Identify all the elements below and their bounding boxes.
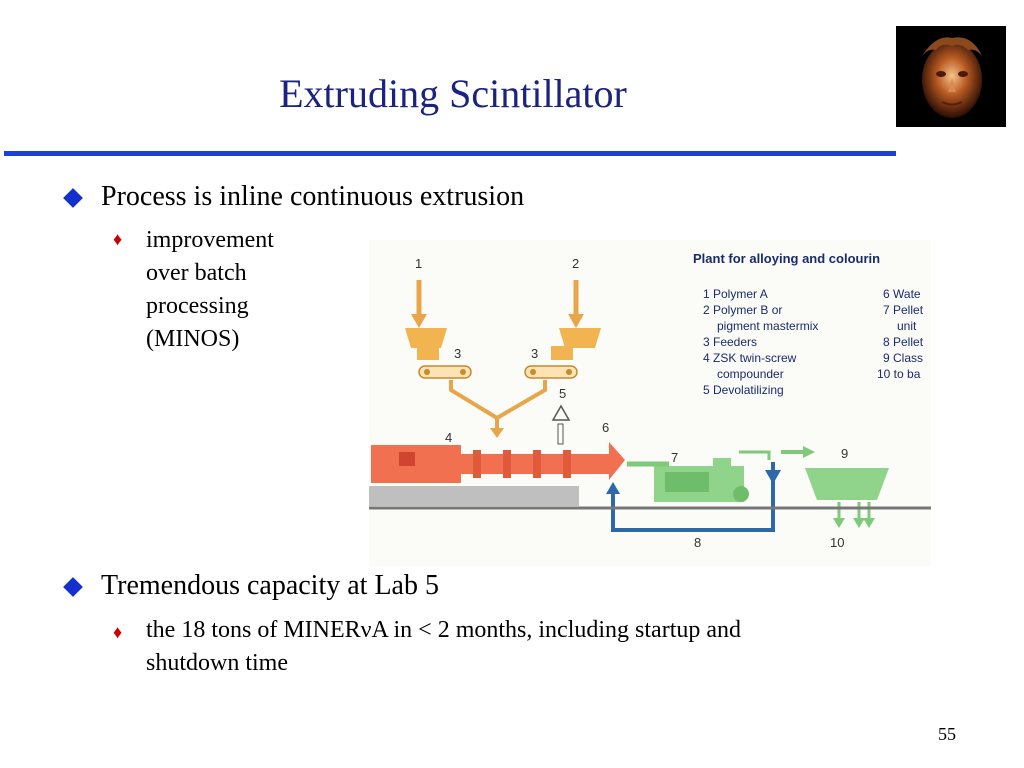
sub-bullet-line: processing [146, 293, 249, 319]
diagram-label: 8 [694, 535, 701, 550]
sub-bullet-text: the 18 tons of MINERνA in < 2 months, in… [146, 614, 741, 680]
legend-item: 7 Pellet [883, 303, 924, 317]
legend-item: 10 to ba [877, 367, 921, 381]
sub-bullet-diamond-icon: ♦ [113, 622, 123, 642]
sub-bullet-line: shutdown time [146, 650, 288, 676]
sub-bullet-line: the 18 tons of MINERνA in < 2 months, in… [146, 617, 742, 643]
legend-item: 1 Polymer A [703, 287, 768, 301]
sub-bullet-line: over batch [146, 260, 247, 286]
extrusion-plant-diagram: Plant for alloying and colourin 1 Polyme… [369, 240, 931, 566]
title-divider [4, 151, 896, 156]
bullet-diamond-icon [63, 577, 83, 597]
legend-item: compounder [717, 367, 784, 381]
legend-item: 8 Pellet [883, 335, 924, 349]
sub-bullet-text: improvement over batch processing (MINOS… [146, 224, 274, 356]
sub-bullet-diamond-icon: ♦ [113, 229, 123, 249]
diagram-label: 3 [531, 346, 538, 361]
diagram-label: 6 [602, 420, 609, 435]
legend-item: 2 Polymer B or [703, 303, 782, 317]
diagram-label: 7 [671, 450, 678, 465]
legend-item: unit [897, 319, 917, 333]
sub-bullet-line: (MINOS) [146, 326, 240, 352]
logo-image [896, 26, 1006, 127]
page-number: 55 [938, 724, 956, 744]
slide-title: Extruding Scintillator [279, 71, 627, 116]
bullet-text: Tremendous capacity at Lab 5 [101, 570, 439, 601]
diagram-label: 3 [454, 346, 461, 361]
diagram-label: 10 [830, 535, 844, 550]
diagram-label: 5 [559, 386, 566, 401]
legend-item: 3 Feeders [703, 335, 757, 349]
legend-item: 4 ZSK twin-screw [703, 351, 797, 365]
legend-item: 9 Class [883, 351, 923, 365]
legend-item: 5 Devolatilizing [703, 383, 784, 397]
legend-item: 6 Wate [883, 287, 921, 301]
bullet-diamond-icon [63, 188, 83, 208]
bullet-text: Process is inline continuous extrusion [101, 181, 525, 212]
diagram-label: 4 [445, 430, 452, 445]
diagram-label: 2 [572, 256, 579, 271]
diagram-title: Plant for alloying and colourin [693, 251, 880, 266]
diagram-label: 9 [841, 446, 848, 461]
diagram-label: 1 [415, 256, 422, 271]
sub-bullet-line: improvement [146, 227, 274, 253]
legend-item: pigment mastermix [717, 319, 818, 333]
